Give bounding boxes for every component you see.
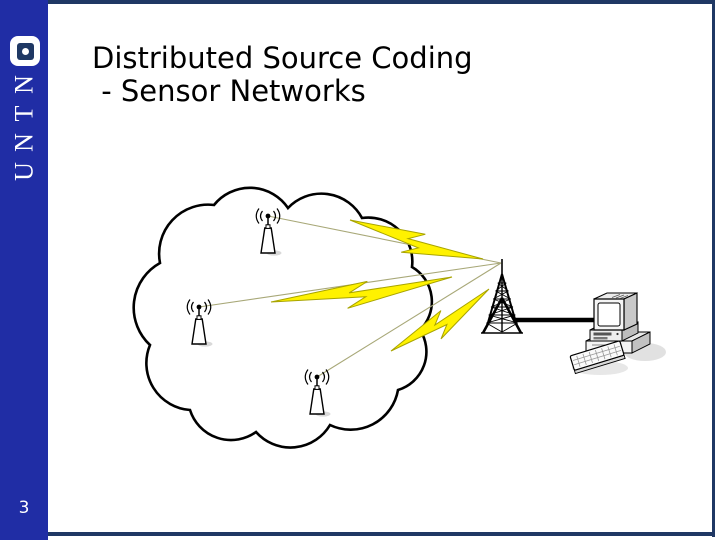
radio-link-line-3	[316, 262, 502, 378]
page-number: 3	[18, 498, 30, 518]
radio-tower-icon	[481, 259, 523, 334]
lightning-bolt-3	[390, 288, 490, 352]
bottom-border	[48, 532, 714, 536]
keyboard-icon	[569, 340, 626, 375]
lightning-bolt-1	[349, 219, 484, 260]
ntnu-logo-icon	[10, 36, 40, 66]
right-border	[712, 0, 715, 537]
title-line-1: Distributed Source Coding	[92, 41, 473, 75]
desktop-computer-icon	[569, 292, 666, 375]
title-line-2: - Sensor Networks	[92, 74, 366, 108]
lightning-bolt-2	[270, 276, 453, 309]
slide-title: Distributed Source Coding - Sensor Netwo…	[92, 42, 473, 108]
sidebar: N T N U 3	[0, 0, 48, 540]
sensor-field-cloud	[132, 186, 434, 449]
top-border	[48, 0, 714, 4]
